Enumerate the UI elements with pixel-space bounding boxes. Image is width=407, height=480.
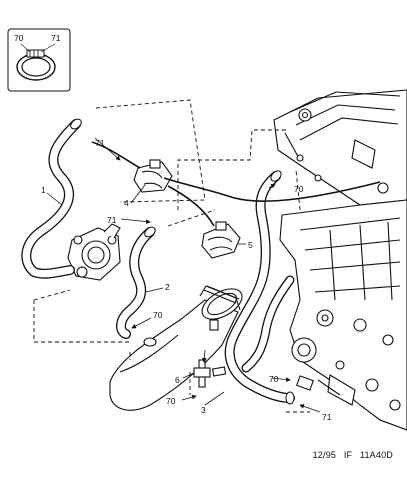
inset-clip-detail: 70 71	[7, 28, 71, 92]
diagram-reference-footer: 12/95 IF 11A40D	[308, 450, 393, 460]
dashed-leaders	[33, 99, 310, 413]
callout-70-left: 70	[153, 310, 163, 320]
callout-70-bottom: 70	[166, 396, 176, 406]
callout-71-mid: 71	[107, 215, 117, 225]
callout-70-top: 70	[294, 184, 304, 194]
footer-date: 12/95	[312, 450, 337, 460]
engine-block	[273, 89, 407, 431]
throttle-body	[67, 223, 121, 281]
footer-code-ref: 11A40D	[359, 450, 393, 460]
callout-3: 3	[201, 405, 206, 415]
inset-label-70: 70	[14, 33, 24, 43]
callout-71-bottom: 71	[322, 412, 332, 422]
hose-3	[224, 170, 295, 405]
callout-71-top: 71	[95, 138, 105, 148]
cable-lines	[91, 141, 381, 227]
tee-connector-6	[193, 359, 227, 388]
callout-4: 4	[124, 198, 129, 208]
hose-1	[21, 118, 82, 279]
callout-6: 6	[175, 375, 180, 385]
callout-2: 2	[165, 282, 170, 292]
hose-clamp-icon	[16, 43, 56, 81]
hose-clip-5	[201, 221, 241, 259]
callout-1: 1	[41, 185, 46, 195]
callout-leaders	[46, 137, 321, 413]
inset-label-71: 71	[51, 33, 61, 43]
hose-2	[116, 226, 156, 339]
callout-70-right: 70	[269, 374, 279, 384]
hose-clip-4	[133, 159, 173, 193]
footer-code-if: IF	[343, 450, 353, 460]
callout-5: 5	[248, 240, 253, 250]
air-intake-duct	[109, 285, 243, 411]
